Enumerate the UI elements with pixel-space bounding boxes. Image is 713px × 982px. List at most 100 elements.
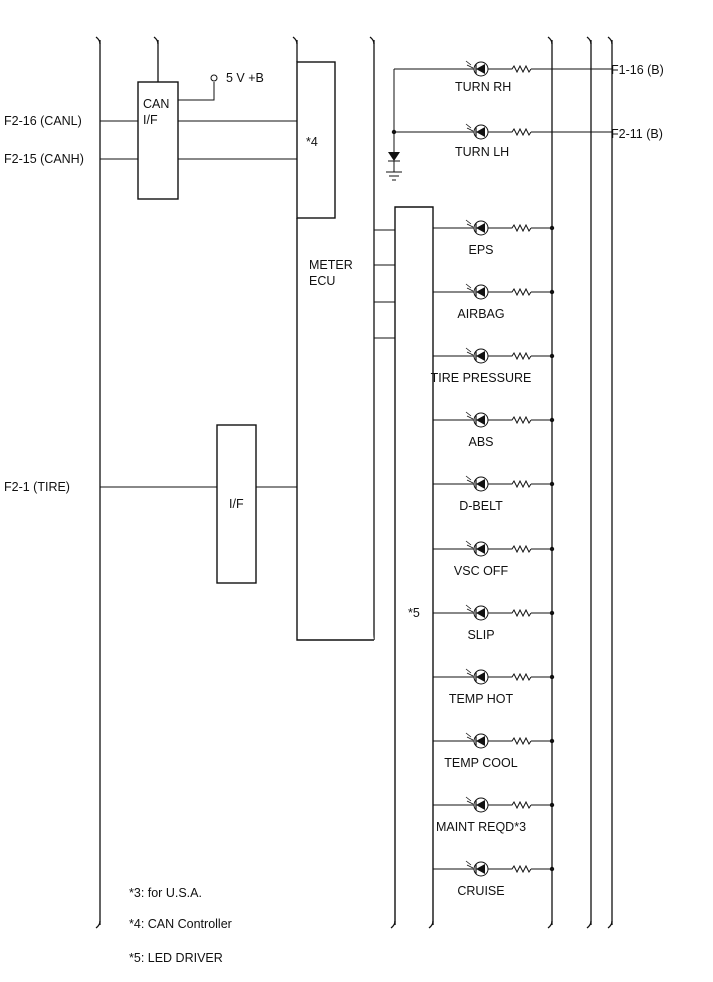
supply-terminal-icon: [210, 74, 218, 82]
indicator-led-icon: [465, 411, 532, 428]
indicator-label: VSC OFF: [454, 564, 509, 578]
indicator-led-icon: [465, 540, 532, 557]
resistor-icon: [502, 544, 532, 554]
ground-bus-break: [547, 36, 553, 929]
resistor-icon: [502, 415, 532, 425]
diode-wire: [388, 160, 400, 172]
left-bus-break: [95, 36, 101, 929]
indicator-led-icon: [465, 283, 532, 300]
junction-dot: [549, 353, 555, 359]
indicator-led-icon: [465, 668, 532, 685]
bus-line-3-break: [607, 36, 613, 929]
indicator-label: TIRE PRESSURE: [431, 371, 532, 385]
ecu-to-driver-wires: [374, 229, 395, 339]
junction-dot: [549, 481, 555, 487]
tire-if-box: [216, 424, 257, 584]
can-controller-box: [296, 61, 336, 219]
tire-if-block: I/F F2-1 (TIRE): [4, 424, 297, 584]
indicator-label: TEMP COOL: [444, 756, 517, 770]
junction-dot: [549, 225, 555, 231]
indicator-item: TEMP HOT: [433, 668, 555, 706]
turn-indicator-label: TURN LH: [455, 145, 509, 159]
indicator-led-icon: [465, 796, 532, 813]
resistor-icon: [502, 864, 532, 874]
junction-dot: [549, 674, 555, 680]
junction-dot: [549, 866, 555, 872]
meter-ecu-block: METER ECU: [296, 218, 395, 641]
junction-dot: [549, 417, 555, 423]
ecu-top-break: [292, 36, 298, 45]
diode-icon: [388, 152, 400, 161]
indicator-led-icon: [465, 732, 532, 749]
resistor-icon: [502, 223, 532, 233]
indicator-label: CRUISE: [457, 884, 504, 898]
led-driver-block: *5: [390, 206, 434, 929]
led-driver-box: [394, 206, 434, 925]
note-3: *5: LED DRIVER: [129, 951, 223, 965]
resistor-icon: [502, 800, 532, 810]
resistor-icon: [502, 736, 532, 746]
turn-indicators: F1-16 (B) F2-11 (B) TURN RH TURN LH: [386, 60, 664, 181]
supply-label: 5 V +B: [226, 71, 264, 85]
indicator-item: CRUISE: [433, 860, 555, 898]
note-1: *3: for U.S.A.: [129, 886, 202, 900]
junction-dot: [549, 289, 555, 295]
can-if-box: [137, 81, 179, 200]
indicator-led-icon: [465, 219, 532, 236]
can-if-label-1: CAN: [143, 97, 169, 111]
terminal-f1-16: F1-16 (B): [611, 63, 664, 77]
can-controller-block: *4: [296, 61, 336, 219]
can-if-block: CAN I/F 5 V +B: [137, 71, 264, 200]
indicator-led-icon: [465, 860, 532, 877]
indicator-label: D-BELT: [459, 499, 503, 513]
indicator-item: MAINT REQD*3: [433, 796, 555, 834]
bus-line-2-break: [586, 36, 592, 929]
indicator-item: D-BELT: [433, 475, 555, 513]
indicator-item: SLIP: [433, 604, 555, 642]
meter-ecu-label-1: METER: [309, 258, 353, 272]
indicator-label: ABS: [468, 435, 493, 449]
indicator-label: TEMP HOT: [449, 692, 514, 706]
note-2: *4: CAN Controller: [129, 917, 232, 931]
resistor-icon: [502, 287, 532, 297]
bus-lines: [95, 36, 613, 929]
can-if-label-2: I/F: [143, 113, 158, 127]
terminal-f2-11: F2-11 (B): [611, 127, 663, 141]
junction-dot: [549, 546, 555, 552]
supply-wire: [178, 82, 215, 101]
indicator-led-icon: [465, 347, 532, 364]
junction-dot: [549, 802, 555, 808]
junction-dot: [549, 738, 555, 744]
indicator-item: TEMP COOL: [433, 732, 555, 770]
indicator-item: VSC OFF: [433, 540, 555, 578]
indicator-item: AIRBAG: [433, 283, 555, 321]
ground-icon: [386, 171, 402, 181]
turn-led-icon: [465, 60, 532, 77]
resistor-icon: [502, 672, 532, 682]
resistor-icon: [502, 351, 532, 361]
indicator-item: TIRE PRESSURE: [431, 347, 555, 385]
indicator-item: ABS: [433, 411, 555, 449]
indicator-led-icon: [465, 475, 532, 492]
ecu-right-break: [369, 36, 375, 45]
terminal-canl: F2-16 (CANL): [4, 114, 82, 128]
can-controller-ref: *4: [306, 135, 318, 149]
footnotes: *3: for U.S.A. *4: CAN Controller *5: LE…: [129, 886, 232, 965]
resistor-icon: [502, 479, 532, 489]
can-if-top-break: [153, 36, 159, 45]
led-driver-ref: *5: [408, 606, 420, 620]
indicator-led-icon: [465, 604, 532, 621]
resistor-icon: [502, 608, 532, 618]
junction-dot: [549, 610, 555, 616]
resistor-icon: [502, 127, 532, 137]
terminal-canh: F2-15 (CANH): [4, 152, 84, 166]
resistor-icon: [502, 64, 532, 74]
indicator-label: SLIP: [467, 628, 494, 642]
turn-indicator-label: TURN RH: [455, 80, 511, 94]
led-driver-break: [390, 920, 434, 929]
indicator-label: EPS: [468, 243, 493, 257]
meter-ecu-outline: [296, 218, 374, 641]
terminal-tire: F2-1 (TIRE): [4, 480, 70, 494]
can-wires: F2-16 (CANL) F2-15 (CANH): [4, 114, 297, 166]
